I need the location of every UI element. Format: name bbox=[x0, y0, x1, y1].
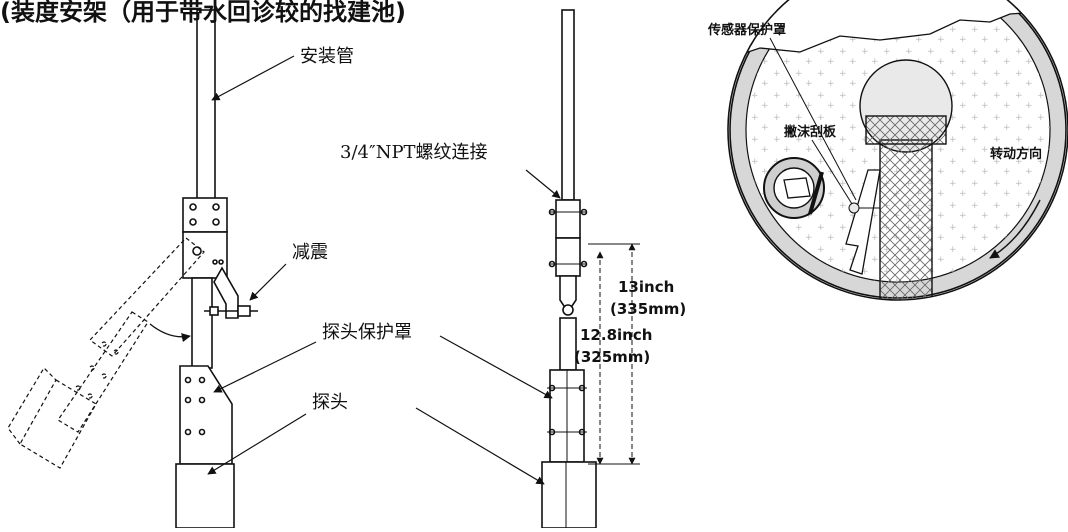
rotation-arrow bbox=[989, 199, 1041, 259]
dimension-lines bbox=[588, 243, 640, 465]
leader-damping bbox=[249, 263, 287, 301]
left-view bbox=[7, 9, 317, 529]
mounting-pipe bbox=[196, 9, 216, 201]
dim-inner-inch: 12.8inch bbox=[580, 326, 652, 344]
leader-npt-connection bbox=[525, 169, 561, 199]
sensor-stem bbox=[879, 139, 933, 300]
label-probe: 探头 bbox=[312, 392, 348, 413]
label-mounting-pipe: 安装管 bbox=[300, 46, 354, 67]
probe-guard bbox=[179, 365, 233, 465]
label-sensor-guard: 传感器保护罩 bbox=[707, 22, 786, 38]
leader-middle-probe-guard bbox=[439, 335, 553, 399]
middle-view bbox=[415, 9, 640, 529]
damper bbox=[213, 266, 239, 319]
label-rotation-direction: 转动方向 bbox=[990, 146, 1042, 162]
leader-mounting-pipe bbox=[211, 55, 295, 101]
label-damping: 减震 bbox=[292, 242, 328, 263]
middle-connector bbox=[555, 199, 581, 239]
label-npt-connection: 3/4″NPT螺纹连接 bbox=[340, 142, 488, 163]
swing-arc-arrow bbox=[149, 323, 191, 343]
leader-probe bbox=[207, 413, 307, 475]
probe bbox=[175, 463, 235, 529]
label-wiper: 撇沫刮板 bbox=[784, 124, 837, 140]
bracket-plate bbox=[182, 197, 228, 233]
right-view bbox=[727, 0, 1068, 301]
label-probe-guard: 探头保护罩 bbox=[322, 322, 412, 343]
dim-outer-inch: 13inch bbox=[618, 278, 674, 296]
swing-position-outline bbox=[7, 237, 205, 469]
leader-middle-probe bbox=[415, 407, 545, 485]
dim-outer-mm: (335mm) bbox=[610, 300, 686, 318]
leader-probe-guard bbox=[213, 341, 317, 393]
middle-probe bbox=[541, 461, 597, 529]
leader-sensor-guard bbox=[769, 37, 857, 201]
dim-inner-mm: (325mm) bbox=[574, 348, 650, 366]
wiper-blade bbox=[845, 169, 881, 275]
page-title: (装度安架（用于带水回诊较的找建池) bbox=[0, 0, 406, 26]
middle-mounting-pipe bbox=[561, 9, 575, 201]
leader-wiper bbox=[811, 139, 853, 205]
vertical-pole bbox=[191, 277, 213, 369]
